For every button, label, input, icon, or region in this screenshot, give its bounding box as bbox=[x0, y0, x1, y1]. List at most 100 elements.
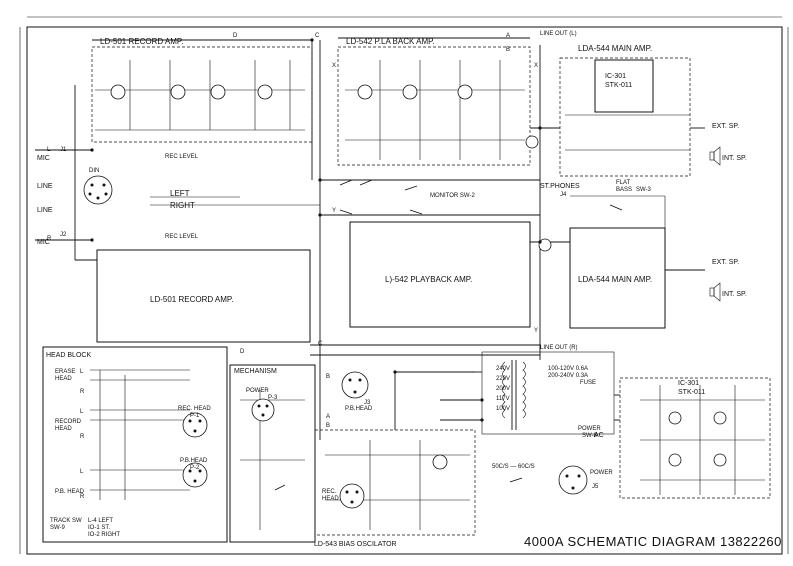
bus-d-bottom: D bbox=[240, 349, 245, 355]
ic-bottom-line1: IC-301 bbox=[678, 380, 699, 387]
ac-label: AC bbox=[594, 432, 604, 439]
power-j5-label: POWER bbox=[590, 470, 613, 476]
din-label: DIN bbox=[89, 168, 99, 174]
power-sw-label: POWER bbox=[578, 426, 601, 432]
flat-bass-label: FLAT bbox=[616, 180, 631, 186]
mechanism-box bbox=[229, 364, 316, 543]
bus-b-left-2: B bbox=[326, 423, 330, 429]
mic-r-label: MIC bbox=[37, 239, 50, 246]
bus-a-top: A bbox=[506, 33, 510, 39]
playback-amp-bottom-title: L)-542 PLAYBACK AMP. bbox=[385, 275, 472, 284]
bus-y: Y bbox=[332, 208, 336, 214]
pb-head-p2-connector bbox=[182, 462, 208, 488]
pb-head-label: P.B. HEAD bbox=[55, 489, 85, 495]
j5-label: J5 bbox=[592, 484, 599, 490]
record-head-label: RECORD bbox=[55, 419, 82, 425]
diagram-border bbox=[26, 26, 783, 555]
power-j5-connector bbox=[558, 465, 588, 495]
ic-top-chip bbox=[594, 59, 654, 113]
bus-d-top: D bbox=[233, 33, 238, 39]
bus-c-top: C bbox=[315, 33, 320, 39]
volt-240-label: 240V bbox=[496, 366, 510, 372]
track-sw-label: TRACK SW bbox=[50, 518, 82, 524]
track-opts-label: L-4 LEFT bbox=[88, 518, 113, 524]
wiring bbox=[35, 37, 765, 530]
main-amp-bottom-title: LDA-544 MAIN AMP. bbox=[578, 275, 652, 284]
bias-osc-title: LD-543 BIAS OSCILATOR bbox=[314, 541, 397, 548]
rec-head-connector bbox=[339, 483, 365, 509]
power-p3-connector bbox=[251, 398, 275, 422]
junction-nodes bbox=[90, 38, 542, 422]
flat-bass-label-2: BASS bbox=[616, 187, 632, 193]
ext-sp-top-label: EXT. SP. bbox=[712, 123, 739, 130]
bus-x-top: X bbox=[332, 63, 336, 69]
freq-note-label-2: 200-240V 0.3A bbox=[548, 373, 588, 379]
left-label: LEFT bbox=[170, 189, 190, 198]
bus-c-bottom: C bbox=[318, 341, 323, 347]
diagram-title: 4000A SCHEMATIC DIAGRAM 13822260 bbox=[524, 534, 782, 549]
playback-amp-top-title: LD-542 P.LA BACK AMP. bbox=[346, 37, 435, 46]
fuse-label: FUSE bbox=[580, 380, 596, 386]
track-opts-label-2: IO-1 ST. bbox=[88, 525, 110, 531]
bus-b-left: B bbox=[326, 374, 330, 380]
volt-100-label: 100V bbox=[496, 406, 510, 412]
j1-label: J1 bbox=[60, 147, 67, 153]
rec-head-p1-label-2: P-1 bbox=[190, 413, 200, 419]
rec-head-p1-connector bbox=[182, 412, 208, 438]
hz-label: 50C/S — 60C/S bbox=[492, 464, 535, 470]
power-p3-label-2: P-3 bbox=[268, 395, 278, 401]
track-opts-label-3: IO-2 RIGHT bbox=[88, 532, 120, 538]
freq-note-label: 100-120V 0.6A bbox=[548, 366, 588, 372]
ic-top-line2: STK-011 bbox=[605, 82, 632, 89]
line-out-l-label: LINE OUT (L) bbox=[540, 31, 577, 37]
power-p3-label: POWER bbox=[246, 388, 269, 394]
pb-head-p2-label-2: P-2 bbox=[190, 465, 200, 471]
main-amp-top-box bbox=[559, 57, 691, 177]
din-connector bbox=[83, 175, 113, 205]
monitor-label: MONITOR SW-2 bbox=[430, 193, 475, 199]
speaker-icon-bottom bbox=[709, 282, 721, 302]
pb-head-j3-label: P.B.HEAD bbox=[345, 406, 373, 412]
line-l-label: LINE bbox=[37, 183, 53, 190]
input-r: R bbox=[47, 236, 52, 242]
pb-head-j3-connector bbox=[341, 371, 369, 399]
main-amp-bottom-box bbox=[569, 227, 666, 329]
line-r-label: LINE bbox=[37, 207, 53, 214]
record-amp-top-box bbox=[91, 46, 313, 143]
head-block-box bbox=[42, 346, 228, 543]
j2-label: J2 bbox=[60, 232, 67, 238]
record-amp-top-title: LD-501 RECORD AMP. bbox=[100, 37, 183, 46]
volt-220-label: 220V bbox=[496, 376, 510, 382]
sw3-label: SW-3 bbox=[636, 187, 652, 193]
ic-bottom-label: IC-301 STK-011 bbox=[678, 380, 705, 396]
speaker-icon-top bbox=[709, 146, 721, 166]
int-sp-top-label: INT. SP. bbox=[722, 155, 747, 162]
head-r2: R bbox=[80, 434, 85, 440]
mechanism-title: MECHANISM bbox=[234, 368, 277, 375]
rec-level-top-label: REC LEVEL bbox=[165, 154, 199, 160]
bias-osc-box bbox=[314, 429, 476, 536]
bus-y-right: Y bbox=[534, 328, 538, 334]
rec-head-j-label-2: HEAD bbox=[322, 496, 339, 502]
power-section-box bbox=[481, 351, 615, 435]
rec-head-j-label: REC. bbox=[322, 489, 337, 495]
bus-b-top: B bbox=[506, 47, 510, 53]
erase-head-label: ERASE bbox=[55, 369, 75, 375]
head-l2: L bbox=[80, 409, 84, 415]
record-amp-bottom-box bbox=[96, 249, 311, 343]
bus-a-left: A bbox=[326, 414, 330, 420]
right-label: RIGHT bbox=[170, 201, 195, 210]
power-sw-label-2: SW-8 bbox=[582, 433, 598, 439]
record-amp-bottom-title: LD-501 RECORD AMP. bbox=[150, 295, 233, 304]
ic-bottom-line2: STK-011 bbox=[678, 389, 705, 396]
pb-head-p2-label: P.B.HEAD bbox=[180, 458, 208, 464]
j3-label: J3 bbox=[364, 400, 371, 406]
head-r3: R bbox=[80, 494, 85, 500]
head-l3: L bbox=[80, 469, 84, 475]
main-amp-top-title: LDA-544 MAIN AMP. bbox=[578, 44, 652, 53]
switch-marks bbox=[274, 179, 623, 491]
mic-l-label: MIC bbox=[37, 155, 50, 162]
ext-sp-bottom-label: EXT. SP. bbox=[712, 259, 739, 266]
head-block-title: HEAD BLOCK bbox=[46, 352, 91, 359]
